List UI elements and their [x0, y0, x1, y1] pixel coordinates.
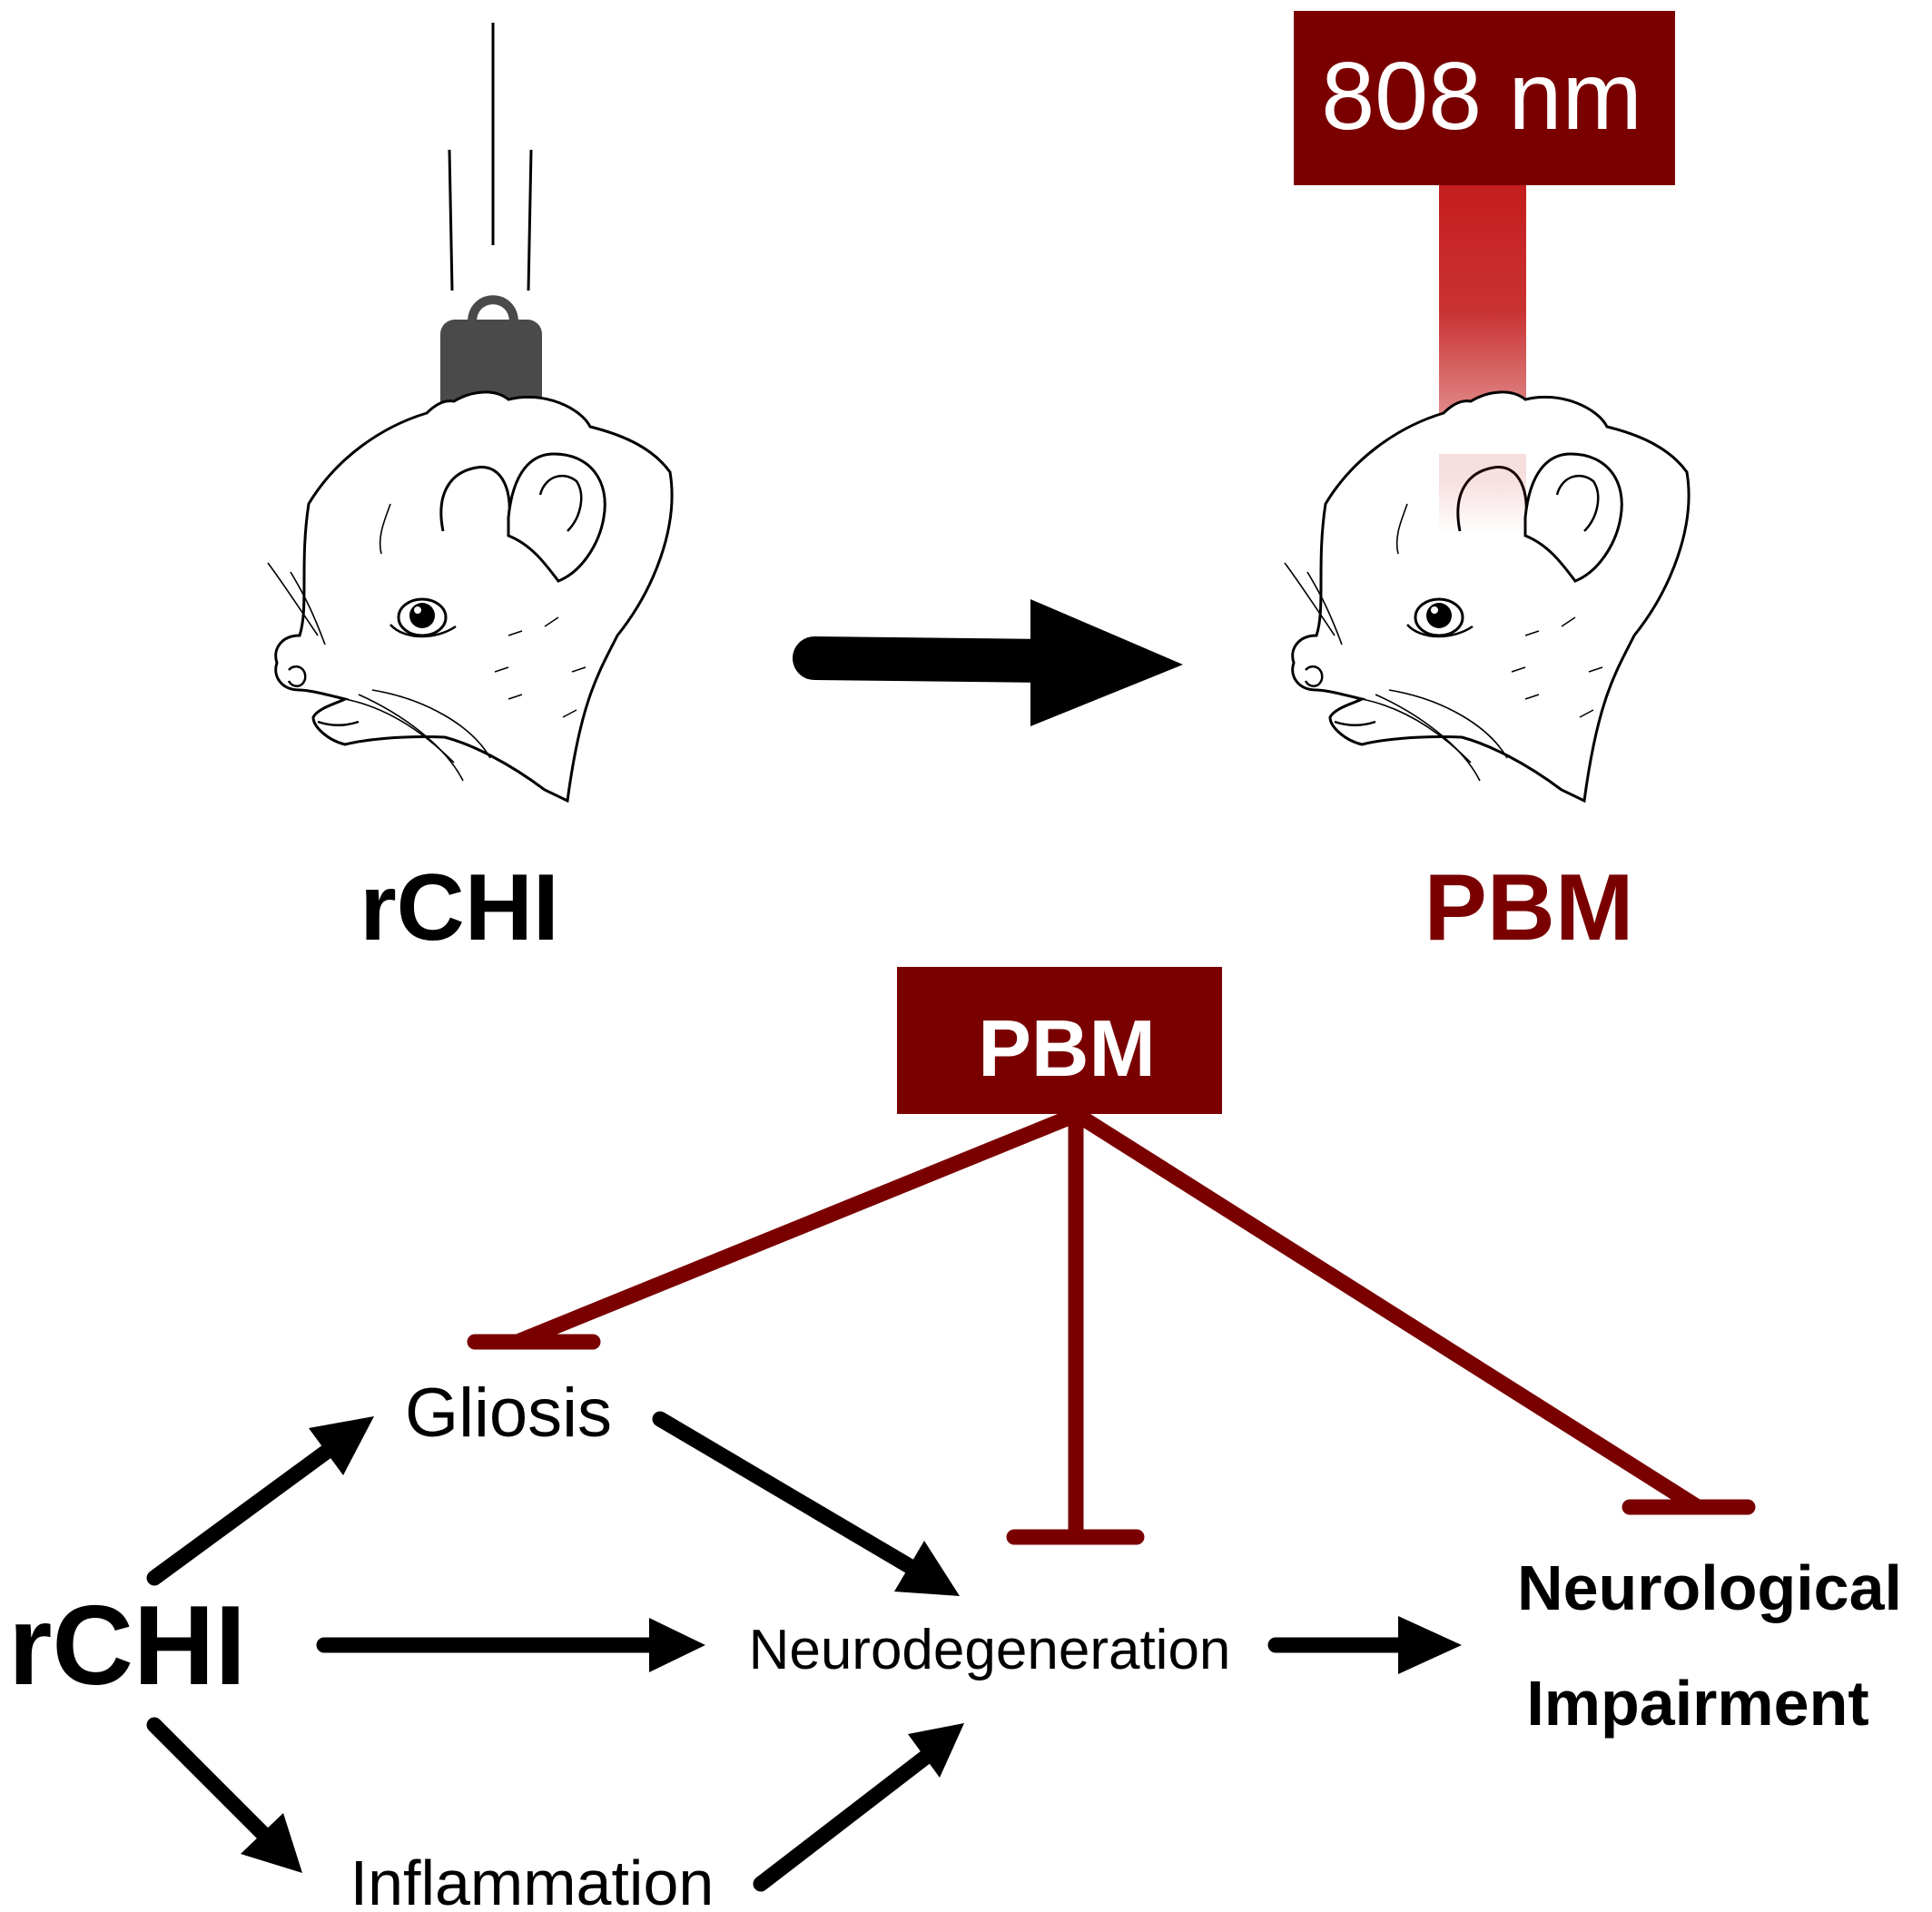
inhibition-lines [467, 1109, 1756, 1545]
impairment-label: Impairment [1526, 1668, 1868, 1739]
rchi-label-top: rCHI [360, 855, 559, 961]
falling-weight-icon [440, 23, 542, 448]
neurodegeneration-label: Neurodegeneration [749, 1619, 1231, 1681]
neurological-label: Neurological [1517, 1552, 1902, 1623]
pbm-label-top: PBM [1424, 855, 1633, 961]
inhibit-gliosis-line [509, 1109, 1079, 1350]
pbm-box-label: PBM [978, 1003, 1156, 1093]
rchi-source-label: rCHI [8, 1583, 246, 1709]
inflammation-label: Inflammation [350, 1848, 715, 1912]
inhibit-impairment-line [1072, 1109, 1706, 1515]
arrow-right-icon [793, 599, 1183, 726]
pathway-arrows [146, 1411, 1462, 1892]
laser-label-box: 808 nm [1294, 11, 1675, 185]
rat-head-icon-treated [1283, 390, 1690, 803]
rat-head-icon [266, 390, 674, 803]
laser-wavelength-label: 808 nm [1321, 43, 1642, 150]
gliosis-label: Gliosis [405, 1375, 612, 1452]
pbm-box: PBM [897, 967, 1222, 1114]
